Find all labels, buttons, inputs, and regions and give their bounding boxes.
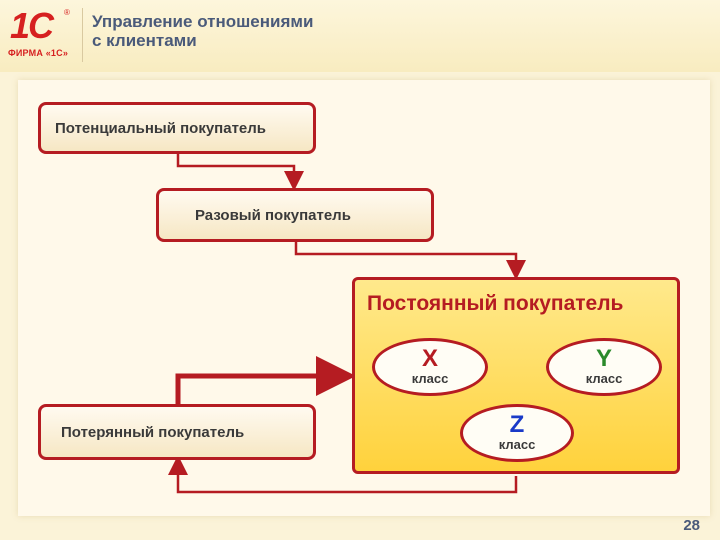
slide-header: 1С ® ФИРМА «1С» Управление отношениями с… [0, 0, 720, 72]
class-y-word: класс [585, 371, 623, 386]
class-x-letter: X [421, 345, 438, 372]
class-z-word: класс [498, 437, 536, 452]
box-one-time-buyer: Разовый покупатель [156, 188, 434, 242]
page-title: Управление отношениями с клиентами [92, 12, 452, 50]
arrow-regular-to-lost [168, 455, 518, 494]
arrow-lost-to-regular [175, 356, 356, 404]
header-divider [82, 8, 83, 62]
registered-mark: ® [64, 8, 70, 17]
regular-buyer-label: Постоянный покупатель [367, 292, 624, 315]
box-lost-buyer: Потерянный покупатель [38, 404, 316, 460]
class-y-letter: Y [595, 345, 612, 372]
arrow-potential-to-onetime [176, 153, 304, 191]
page-number: 28 [683, 517, 700, 534]
arrow-onetime-to-regular [294, 242, 526, 280]
title-line-2: с клиентами [92, 31, 197, 50]
title-line-1: Управление отношениями [92, 12, 314, 31]
class-z-letter: Z [509, 411, 525, 438]
box-potential-buyer: Потенциальный покупатель [38, 102, 316, 154]
lost-buyer-label: Потерянный покупатель [61, 423, 245, 441]
class-z-ellipse: Z класс [460, 404, 574, 462]
one-time-buyer-label: Разовый покупатель [195, 206, 351, 224]
class-x-ellipse: X класс [372, 338, 488, 396]
class-y-ellipse: Y класс [546, 338, 662, 396]
logo-company: ФИРМА «1С» [8, 48, 69, 58]
class-x-word: класс [411, 371, 449, 386]
logo-mark: 1С [10, 5, 54, 46]
logo: 1С ® ФИРМА «1С» [6, 6, 76, 64]
potential-buyer-label: Потенциальный покупатель [55, 119, 267, 137]
